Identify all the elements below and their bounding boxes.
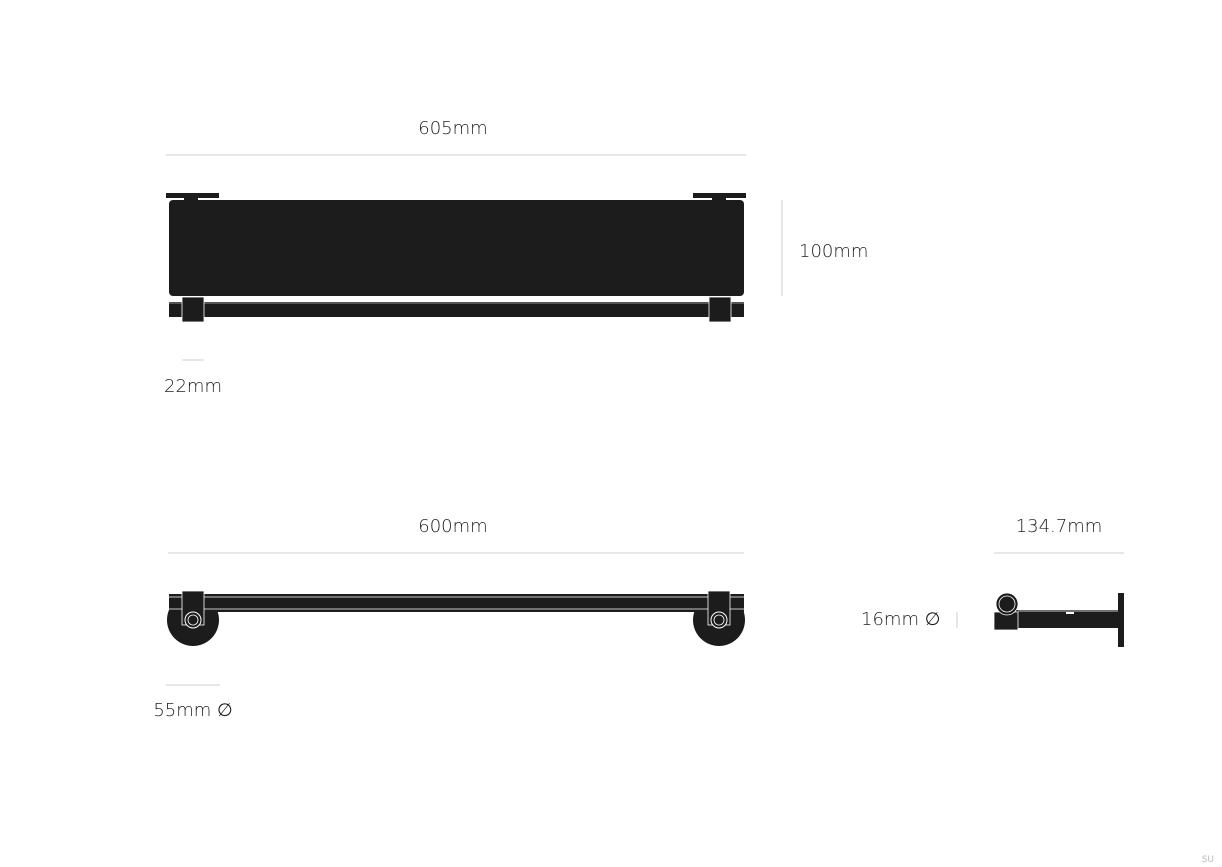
- side-wall-plate: [1118, 593, 1124, 647]
- front-height-label: 100mm: [799, 241, 869, 262]
- side-depth-label: 134.7mm: [1015, 516, 1103, 537]
- top-view: [167, 590, 745, 646]
- front-rail: [169, 302, 744, 317]
- front-bracket-right-top: [693, 193, 746, 198]
- front-depth-label: 22mm: [164, 376, 222, 397]
- side-view: [993, 592, 1124, 647]
- top-width-label: 600mm: [418, 516, 488, 537]
- front-clamp-right: [708, 296, 732, 323]
- side-arm: [1010, 610, 1118, 628]
- front-clamp-left: [181, 296, 205, 323]
- front-bracket-left-top: [166, 193, 219, 198]
- front-view: [166, 193, 746, 323]
- top-rosette-label: 55mm ∅: [153, 700, 233, 721]
- top-shelf-edge: [169, 594, 744, 612]
- side-rail-label: 16mm ∅: [861, 609, 941, 630]
- top-screw-right: [710, 611, 728, 629]
- corner-mark: SU: [1201, 855, 1214, 865]
- top-screw-left: [184, 611, 202, 629]
- front-width-label: 605mm: [418, 118, 488, 139]
- front-shelf-panel: [169, 200, 744, 296]
